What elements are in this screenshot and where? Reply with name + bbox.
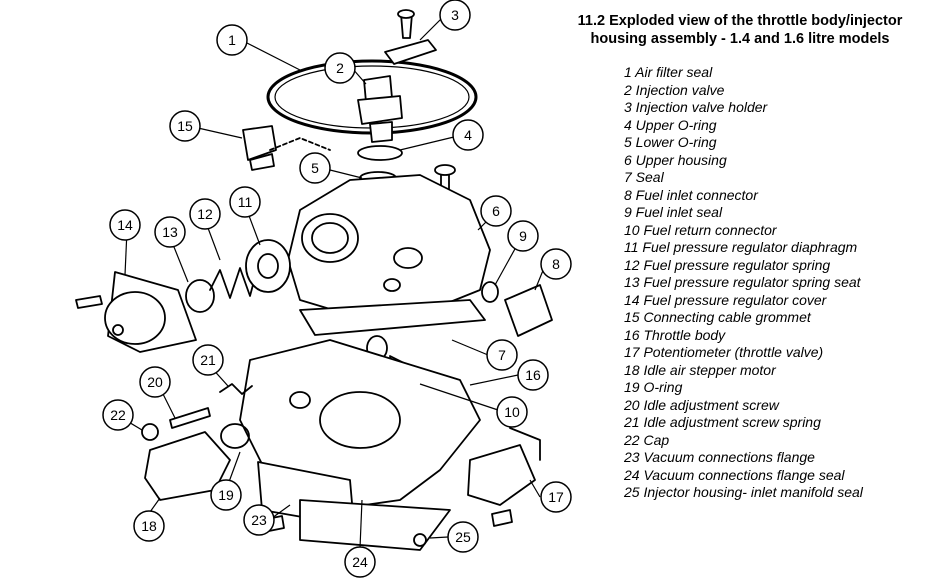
callout-2: 2 bbox=[336, 60, 344, 76]
legend-item: 15 Connecting cable grommet bbox=[624, 309, 811, 325]
legend-item: 13 Fuel pressure regulator spring seat bbox=[624, 274, 861, 290]
callout-20: 20 bbox=[147, 374, 163, 390]
callout-19: 19 bbox=[218, 487, 234, 503]
callout-24: 24 bbox=[352, 554, 368, 570]
callout-14: 14 bbox=[117, 217, 133, 233]
callout-16: 16 bbox=[525, 367, 541, 383]
injection-valve-holder bbox=[384, 39, 437, 65]
legend-item: 20 Idle adjustment screw bbox=[624, 396, 779, 413]
callout-21: 21 bbox=[200, 352, 216, 368]
legend-item: 9 Fuel inlet seal bbox=[624, 204, 723, 220]
callout-1: 1 bbox=[228, 32, 236, 48]
legend-item: 12 Fuel pressure regulator spring bbox=[624, 256, 831, 273]
callout-9: 9 bbox=[519, 228, 527, 244]
callout-17: 17 bbox=[548, 489, 564, 505]
legend-item: 21 Idle adjustment screw spring bbox=[624, 414, 821, 430]
legend-item: 10 Fuel return connector bbox=[624, 221, 777, 238]
legend-item: 2 Injection valve bbox=[624, 81, 725, 98]
legend-item: 8 Fuel inlet connector bbox=[624, 186, 758, 203]
legend-item: 24 Vacuum connections flange seal bbox=[624, 466, 845, 483]
throttle-body bbox=[239, 339, 481, 511]
callout-6: 6 bbox=[492, 203, 500, 219]
legend-item: 22 Cap bbox=[624, 431, 670, 448]
legend-item: 4 Upper O-ring bbox=[624, 116, 717, 133]
legend-item: 25 Injector housing- inlet manifold seal bbox=[624, 484, 863, 500]
legend-item: 3 Injection valve holder bbox=[624, 99, 768, 115]
legend-item: 11 Fuel pressure regulator diaphragm bbox=[624, 239, 858, 255]
callout-3: 3 bbox=[451, 7, 459, 23]
legend-item: 5 Lower O-ring bbox=[624, 134, 717, 150]
potentiometer bbox=[467, 444, 536, 506]
callout-8: 8 bbox=[552, 256, 560, 272]
cable-grommet bbox=[242, 125, 277, 161]
callout-5: 5 bbox=[311, 160, 319, 176]
legend-item: 7 Seal bbox=[624, 169, 664, 185]
parts-legend: 1 Air filter seal 2 Injection valve 3 In… bbox=[624, 64, 863, 502]
legend-item: 17 Potentiometer (throttle valve) bbox=[624, 344, 824, 360]
caption-line-1: 11.2 Exploded view of the throttle body/… bbox=[577, 13, 903, 29]
legend-item: 18 Idle air stepper motor bbox=[624, 361, 776, 378]
legend-item: 19 O-ring bbox=[624, 379, 683, 395]
callout-11: 11 bbox=[238, 194, 253, 210]
legend-item: 6 Upper housing bbox=[624, 151, 727, 168]
callout-7: 7 bbox=[498, 347, 506, 363]
legend-item: 23 Vacuum connections flange bbox=[624, 449, 815, 465]
callout-4: 4 bbox=[464, 127, 472, 143]
legend-item: 1 Air filter seal bbox=[624, 64, 713, 80]
callout-12: 12 bbox=[197, 206, 213, 222]
callout-15: 15 bbox=[177, 118, 193, 134]
callout-13: 13 bbox=[162, 224, 178, 240]
caption-line-2: housing assembly - 1.4 and 1.6 litre mod… bbox=[590, 31, 890, 47]
callout-22: 22 bbox=[110, 407, 126, 423]
legend-item: 14 Fuel pressure regulator cover bbox=[624, 291, 827, 308]
upper-housing bbox=[287, 174, 491, 316]
callout-25: 25 bbox=[455, 529, 471, 545]
callout-18: 18 bbox=[141, 518, 157, 534]
fuel-inlet-connector bbox=[504, 284, 553, 337]
figure-caption: 11.2 Exploded view of the throttle body/… bbox=[560, 12, 920, 48]
manifold-seal bbox=[299, 499, 451, 551]
callout-23: 23 bbox=[251, 512, 267, 528]
callout-10: 10 bbox=[504, 404, 520, 420]
legend-item: 16 Throttle body bbox=[624, 326, 726, 343]
